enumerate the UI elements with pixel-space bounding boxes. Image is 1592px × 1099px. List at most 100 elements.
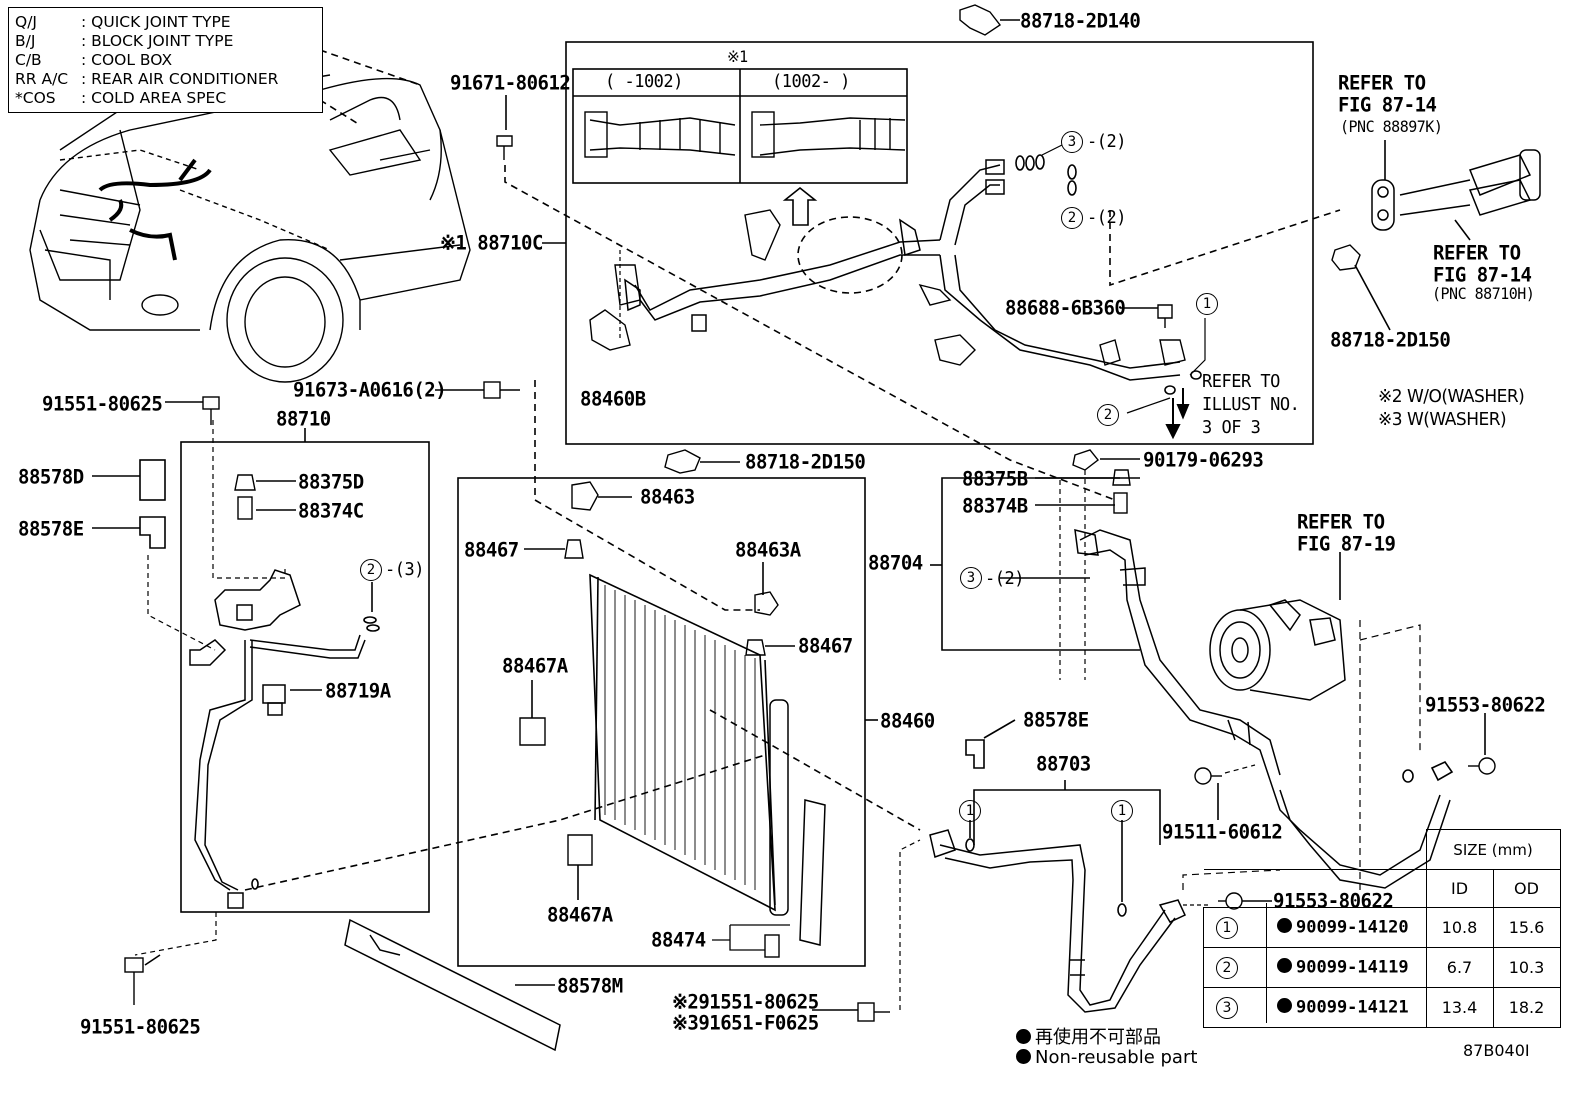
bracket-88460B <box>589 264 641 351</box>
pad-88578E-left <box>139 516 166 549</box>
part-label-88703[interactable]: 88703 <box>1036 752 1091 776</box>
row-circle: 1 <box>1216 917 1238 939</box>
bolt-91551-91651 <box>857 1002 890 1022</box>
bolt-91671-80612 <box>496 135 513 160</box>
arrow-down-icon <box>1165 398 1181 440</box>
part-label-90179-06293[interactable]: 90179-06293 <box>1143 448 1264 472</box>
part-label-88719A[interactable]: 88719A <box>325 679 391 703</box>
size-table-col-id: ID <box>1425 869 1494 908</box>
figure-id: 87B040I <box>1463 1041 1530 1060</box>
part-label-88463[interactable]: 88463 <box>640 485 695 509</box>
row-part-no[interactable]: 90099-14121 <box>1296 997 1409 1017</box>
group-box-88710C <box>565 41 1314 445</box>
part-label-88460[interactable]: 88460 <box>880 709 935 733</box>
refer-87-14b-line3: (PNC 88710H) <box>1432 284 1535 304</box>
leader-line <box>504 165 1116 501</box>
compressor <box>1209 599 1346 701</box>
arrow-up-icon <box>782 186 818 226</box>
refer-illust-line2: ILLUST NO. <box>1202 394 1300 416</box>
bullet-icon <box>1016 1049 1031 1064</box>
part-label-88578D[interactable]: 88578D <box>18 465 84 489</box>
part-label-88688-6B360[interactable]: 88688-6B360 <box>1005 296 1126 320</box>
row-part-no[interactable]: 90099-14119 <box>1296 957 1409 977</box>
part-label-91673[interactable]: 91673-A0616(2) <box>293 378 447 402</box>
refer-87-19-line1[interactable]: REFER TO <box>1297 510 1385 534</box>
part-label-88375D[interactable]: 88375D <box>298 470 364 494</box>
legend-row: C/B: COOL BOX <box>15 51 173 69</box>
row-od: 18.2 <box>1492 987 1561 1028</box>
part-label-88578M[interactable]: 88578M <box>557 974 623 998</box>
part-label-88467-a[interactable]: 88467 <box>464 538 519 562</box>
bolt-91553-80622-a <box>1468 757 1496 775</box>
inset-hose-right <box>751 111 906 158</box>
row-od: 10.3 <box>1492 947 1561 988</box>
part-label-88467A-b[interactable]: 88467A <box>547 903 613 927</box>
leader-line <box>244 754 766 891</box>
part-label-88463A[interactable]: 88463A <box>735 538 801 562</box>
refer-87-19-line2[interactable]: FIG 87-19 <box>1297 532 1396 556</box>
part-label-88460B[interactable]: 88460B <box>580 387 646 411</box>
row-od: 15.6 <box>1492 907 1561 948</box>
part-label-88710[interactable]: 88710 <box>276 407 331 431</box>
refer-87-14a-line2[interactable]: FIG 87-14 <box>1338 93 1437 117</box>
cap-88375B <box>1112 469 1131 486</box>
refer-87-14b-line1[interactable]: REFER TO <box>1433 241 1521 265</box>
part-label-88710C[interactable]: ※1 88710C <box>440 231 543 255</box>
part-label-91551-80625-bottom[interactable]: 91551-80625 <box>80 1015 201 1039</box>
refer-87-14b-line2[interactable]: FIG 87-14 <box>1433 263 1532 287</box>
part-label-91671-80612[interactable]: 91671-80612 <box>450 71 571 95</box>
circle-mark-1: 1 <box>1196 293 1218 315</box>
qty-label: -(2) <box>985 568 1024 590</box>
circle-mark-1: 1 <box>1111 800 1133 822</box>
part-label-88718-2D140[interactable]: 88718-2D140 <box>1020 9 1141 33</box>
hose-88703 <box>929 829 1186 1013</box>
refer-87-14a-line1[interactable]: REFER TO <box>1338 71 1426 95</box>
leader-line <box>534 380 760 611</box>
part-label-88374B[interactable]: 88374B <box>962 494 1028 518</box>
part-label-88718-2D150-mid[interactable]: 88718-2D150 <box>745 450 866 474</box>
inset-mark: ※1 <box>727 47 748 67</box>
pad-88578D <box>139 459 166 501</box>
circle-mark-2: 2 <box>360 559 382 581</box>
part-label-88375B[interactable]: 88375B <box>962 467 1028 491</box>
circle-mark-3: 3 <box>1061 131 1083 153</box>
inset-hose-left <box>584 111 736 158</box>
pad-88578E-right <box>965 739 985 769</box>
circle-mark-1: 1 <box>959 800 981 822</box>
refer-87-14a-line3: (PNC 88897K) <box>1340 117 1443 137</box>
circle-mark-2: 2 <box>1097 404 1119 426</box>
leader-line <box>319 99 361 126</box>
part-label-91551-80625-top[interactable]: 91551-80625 <box>42 392 163 416</box>
part-label-88578E-right[interactable]: 88578E <box>1023 708 1089 732</box>
part-label-88474[interactable]: 88474 <box>651 928 706 952</box>
valve-88374C <box>237 496 253 520</box>
leader-line <box>319 49 421 86</box>
receiver-88460 <box>769 699 789 916</box>
part-label-88704[interactable]: 88704 <box>868 551 923 575</box>
bolt-91551-80625-top <box>202 396 220 425</box>
row-part-no[interactable]: 90099-14120 <box>1296 917 1409 937</box>
part-label-91551-80625-washer[interactable]: ※291551-80625 <box>672 990 819 1014</box>
inset-right-header: (1002- ) <box>772 71 850 93</box>
qty-label: -(3) <box>385 559 424 581</box>
part-label-91553-80622-a[interactable]: 91553-80622 <box>1425 693 1546 717</box>
part-label-88578E-left[interactable]: 88578E <box>18 517 84 541</box>
part-label-88374C[interactable]: 88374C <box>298 499 364 523</box>
leader-line <box>709 709 921 831</box>
part-label-88718-2D150-right[interactable]: 88718-2D150 <box>1330 328 1451 352</box>
legend-row: *COS: COLD AREA SPEC <box>15 89 227 107</box>
non-reusable-note-jp: 再使用不可部品 <box>1016 1023 1161 1049</box>
part-label-88467A-a[interactable]: 88467A <box>502 654 568 678</box>
cap-88375D <box>234 474 256 491</box>
non-reusable-note-en: Non-reusable part <box>1016 1047 1197 1068</box>
inset-left-header: ( -1002) <box>605 71 683 93</box>
part-label-88467-b[interactable]: 88467 <box>798 634 853 658</box>
qty-label: -(2) <box>1087 207 1126 229</box>
clip-88718-2D150-mid <box>664 449 701 474</box>
part-label-91651-F0625[interactable]: ※391651-F0625 <box>672 1011 819 1035</box>
cushion-88467-a <box>564 539 584 559</box>
